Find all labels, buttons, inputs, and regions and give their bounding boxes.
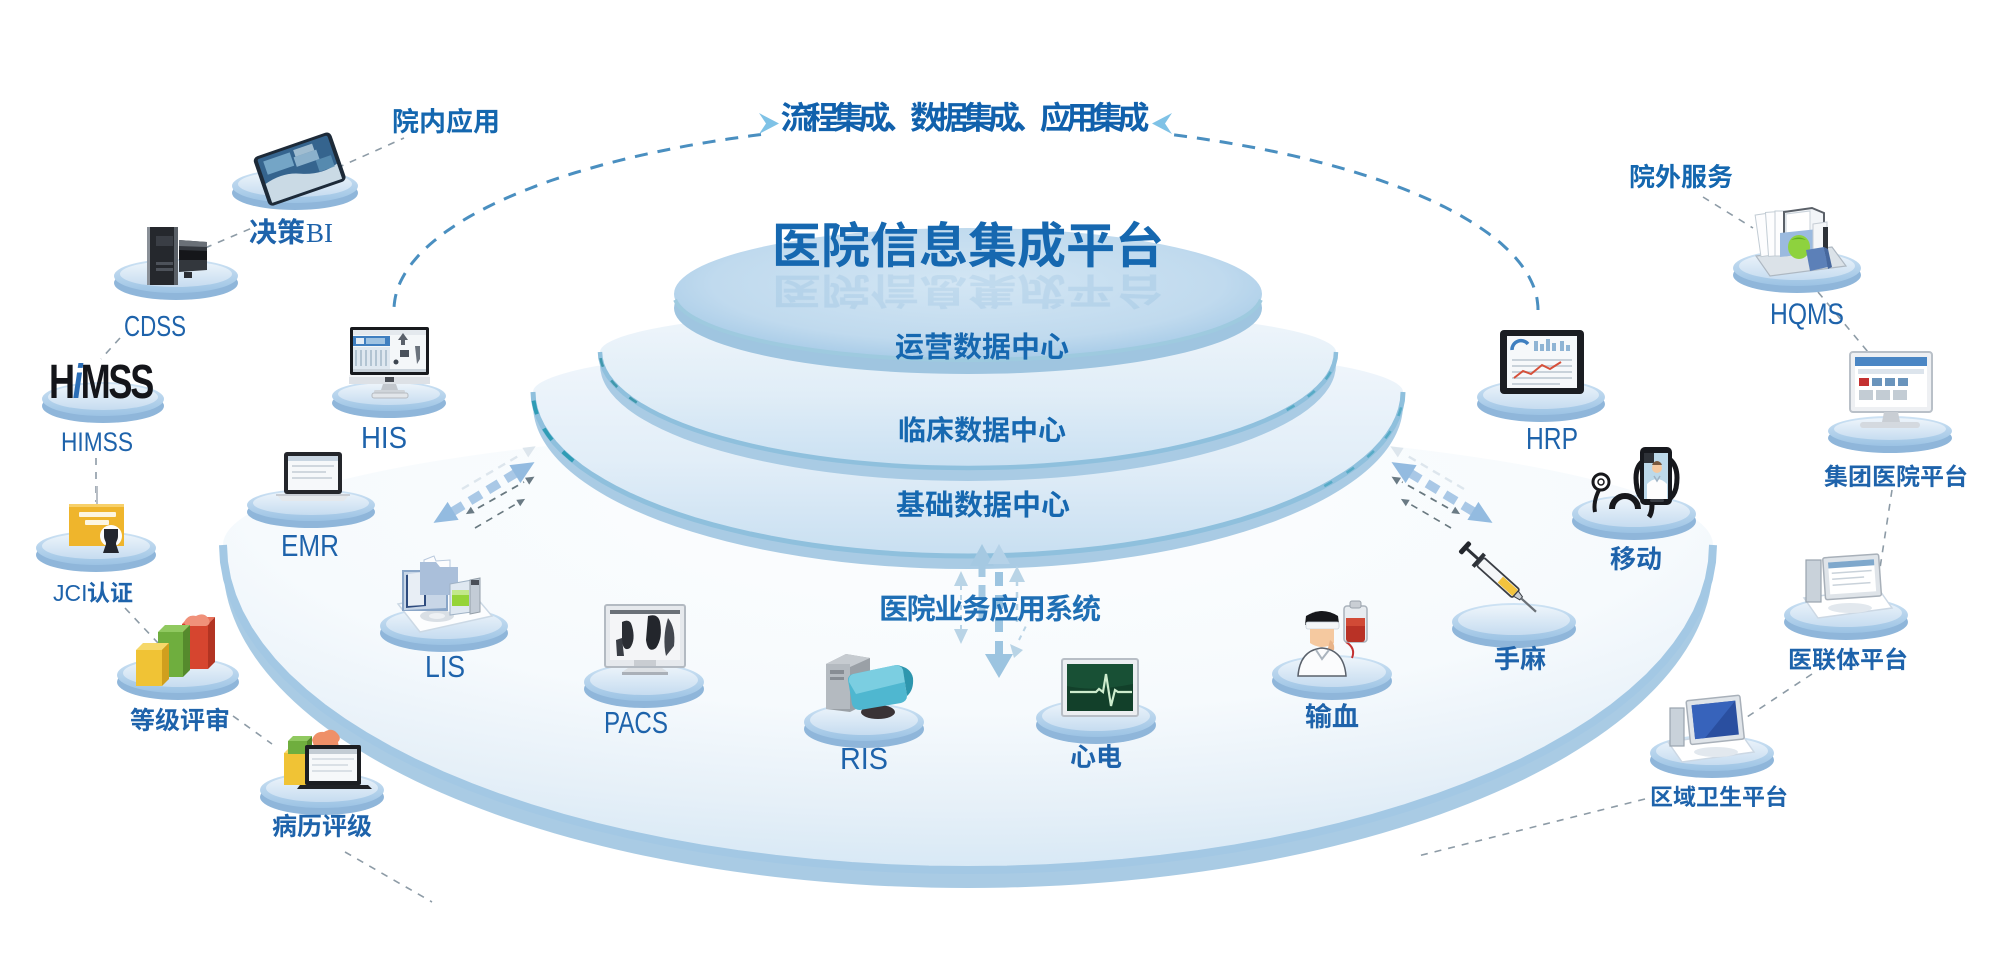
svg-text:LIS: LIS — [425, 649, 465, 684]
svg-text:CDSS: CDSS — [124, 311, 186, 343]
svg-text:HIS: HIS — [361, 420, 407, 455]
svg-text:PACS: PACS — [604, 705, 668, 740]
svg-text:BI: BI — [306, 218, 333, 248]
svg-text:HRP: HRP — [1526, 421, 1578, 456]
svg-text:HiMSS: HiMSS — [49, 356, 153, 409]
svg-text:HQMS: HQMS — [1770, 298, 1844, 331]
svg-text:EMR: EMR — [281, 528, 339, 563]
svg-text:RIS: RIS — [840, 741, 888, 776]
svg-text:HIMSS: HIMSS — [61, 427, 133, 457]
svg-text:JCI: JCI — [53, 580, 88, 606]
